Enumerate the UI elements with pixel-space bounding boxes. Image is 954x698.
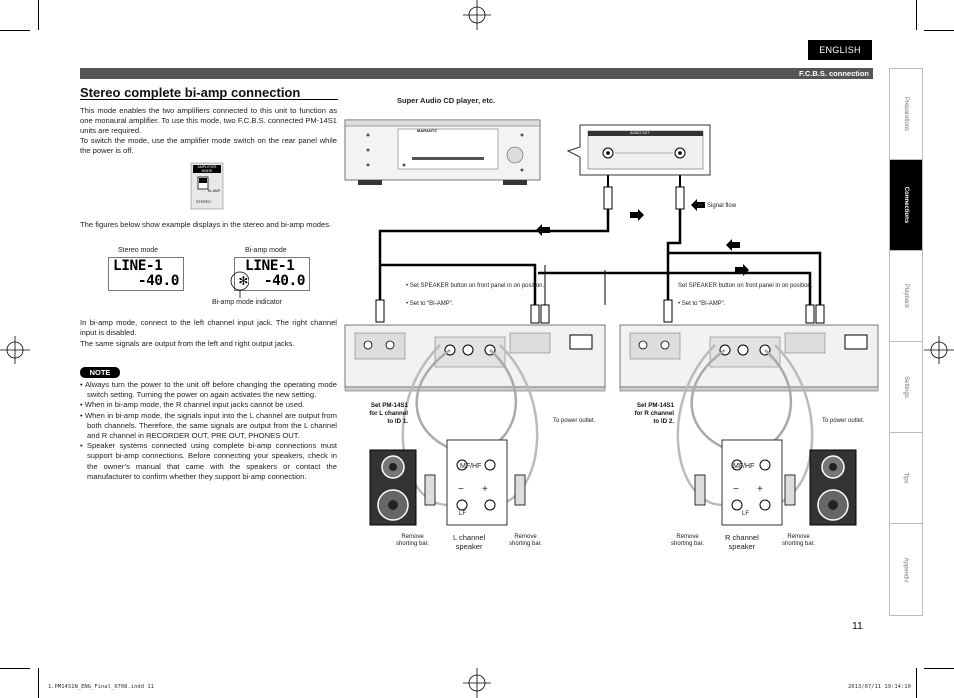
title-divider (80, 99, 338, 100)
right-unit-label: Set PM-14S1 for R channel to ID 2. (634, 402, 674, 425)
registration-mark-left (0, 336, 30, 364)
cd-player-front (344, 119, 541, 185)
cd-brand: MARANTZ (417, 128, 437, 133)
tab-appendix[interactable]: Appendix (903, 556, 909, 583)
stereo-mode-label: Stereo mode (118, 247, 159, 254)
page-number: 11 (852, 620, 863, 632)
side-tabs: Preparations Connections Playback Settin… (889, 68, 923, 616)
note-badge: NOTE (80, 367, 120, 378)
amplifier-l-rear (344, 324, 606, 392)
tab-settings[interactable]: Settings (890, 342, 922, 433)
audio-out-label: AUDIO OUT (630, 131, 650, 135)
biamp-mode-label: Bi-amp mode (245, 247, 287, 254)
tab-tips[interactable]: Tips (890, 433, 922, 524)
signal-flow-legend: ⬅ : Signal flow (697, 203, 737, 209)
power-outlet-label-left: To power outlet. (553, 418, 596, 424)
right-speaker-icon (809, 449, 857, 526)
amplifier-mode-switch: AMPLIFIER MODE BI-AMP STEREO (190, 162, 224, 210)
left-instruction-1: • Set SPEAKER button on front panel in o… (406, 283, 545, 289)
page-title: Stereo complete bi-amp connection (80, 85, 301, 100)
tab-connections[interactable]: Connections (890, 160, 922, 251)
footer-file-info: 1.PM14S1N_ENG_Final_0708.indd 11 (48, 684, 154, 690)
right-instruction-2: • Set to “BI-AMP”. (678, 301, 726, 307)
figures-paragraph: The figures below show example displays … (80, 220, 332, 229)
right-plus-sign: + (757, 484, 763, 495)
amplifier-r-rear (619, 324, 879, 392)
biamp-mode-display: LINE-1 ✻-40.0 (234, 257, 310, 291)
list-item: Always turn the power to the unit off be… (80, 380, 337, 400)
language-tab[interactable]: ENGLISH (808, 40, 872, 60)
intro-paragraph-1: This mode enables the two amplifiers con… (80, 106, 337, 136)
signal-flow-arrow-icon: ⬅ (697, 203, 703, 209)
biamp-indicator-label: Bi-amp mode indicator (212, 299, 283, 306)
right-lf-label: LF (742, 511, 750, 517)
footer-timestamp: 2013/07/11 19:14:10 (848, 684, 911, 690)
switch-option-biamp: BI-AMP (208, 189, 221, 193)
left-plus-sign: + (482, 484, 488, 495)
left-unit-label: Set PM-14S1 for L channel to ID 1. (369, 402, 408, 425)
registration-mark-bottom (463, 668, 491, 698)
biamp-indicator-icon: ✻ (239, 273, 248, 289)
source-device-label: Super Audio CD player, etc. (397, 96, 496, 105)
tab-playback[interactable]: Playback (890, 251, 922, 342)
stereo-mode-display: LINE-1 -40.0 (108, 257, 184, 291)
tab-preparations[interactable]: Preparations (890, 69, 922, 160)
right-mfhf-label: MF/HF (733, 463, 755, 470)
left-lf-label: LF (459, 511, 467, 517)
note-list: Always turn the power to the unit off be… (80, 380, 337, 482)
section-header-bar: F.C.B.S. connection (80, 68, 873, 79)
list-item: When in bi-amp mode, the signals input i… (80, 411, 337, 442)
left-speaker-icon (369, 449, 417, 526)
intro-paragraph-2: To switch the mode, use the amplifier mo… (80, 136, 337, 156)
left-minus-sign: − (458, 484, 464, 495)
list-item: When in bi-amp mode, the R channel input… (80, 400, 337, 410)
left-mfhf-label: MF/HF (460, 463, 482, 470)
power-outlet-label-right: To power outlet. (822, 418, 865, 424)
biamp-indicator-callout (230, 271, 249, 298)
biamp-paragraph-1: In bi-amp mode, connect to the left chan… (80, 318, 337, 338)
list-item: Speaker systems connected using complete… (80, 441, 337, 482)
connection-diagram (344, 119, 879, 526)
section-header-label: F.C.B.S. connection (798, 69, 869, 78)
switch-option-stereo: STEREO (196, 200, 211, 204)
right-instruction-1: Set SPEAKER button on front panel in on … (678, 283, 813, 289)
registration-mark-right (924, 336, 954, 364)
biamp-paragraph-2: The same signals are output from the lef… (80, 339, 295, 348)
registration-mark-top (463, 0, 491, 30)
left-instruction-2: • Set to “BI-AMP”. (406, 301, 454, 307)
switch-title: AMPLIFIER MODE (197, 165, 217, 173)
right-minus-sign: − (733, 484, 739, 495)
